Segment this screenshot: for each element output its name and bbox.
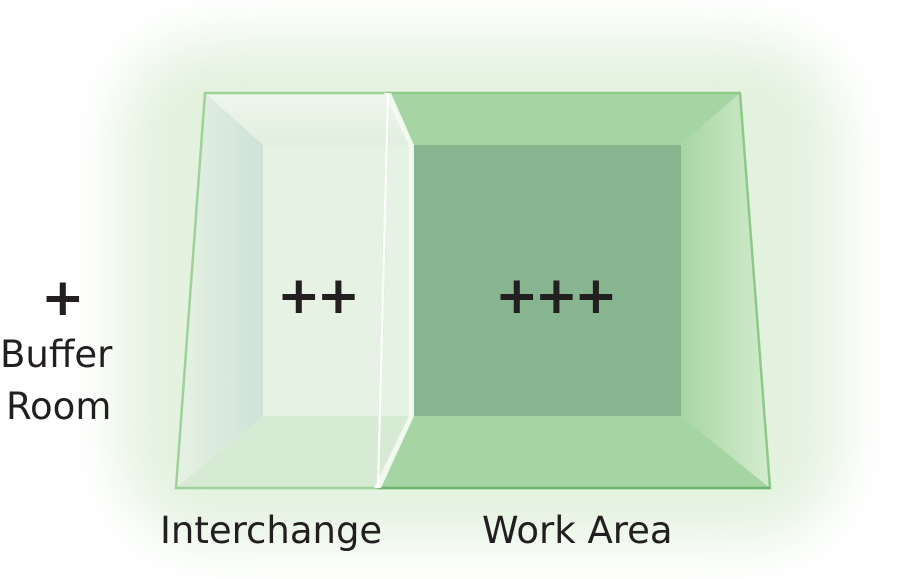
divider-line (376, 92, 390, 489)
work-area-zone (376, 91, 772, 490)
buffer-room-level: + (41, 268, 85, 328)
interchange-ceiling (205, 93, 412, 145)
interchange-back-wall (263, 145, 412, 416)
work-area-floor (378, 416, 770, 488)
work-area-ceiling (388, 93, 740, 145)
buffer-room-name-line2: Room (6, 385, 112, 428)
interchange-level: ++ (277, 266, 360, 326)
interchange-edge (174, 91, 388, 490)
work-area-right-wall (681, 93, 770, 488)
interchange-zone (174, 91, 412, 490)
work-area-back-wall (412, 145, 681, 416)
interchange-name: Interchange (160, 509, 383, 552)
work-area-name: Work Area (482, 509, 673, 552)
divider-glass-panel (374, 92, 414, 489)
work-area-level: +++ (495, 266, 618, 326)
interchange-floor (176, 416, 412, 488)
buffer-room-name-line1: Buffer (0, 333, 113, 376)
